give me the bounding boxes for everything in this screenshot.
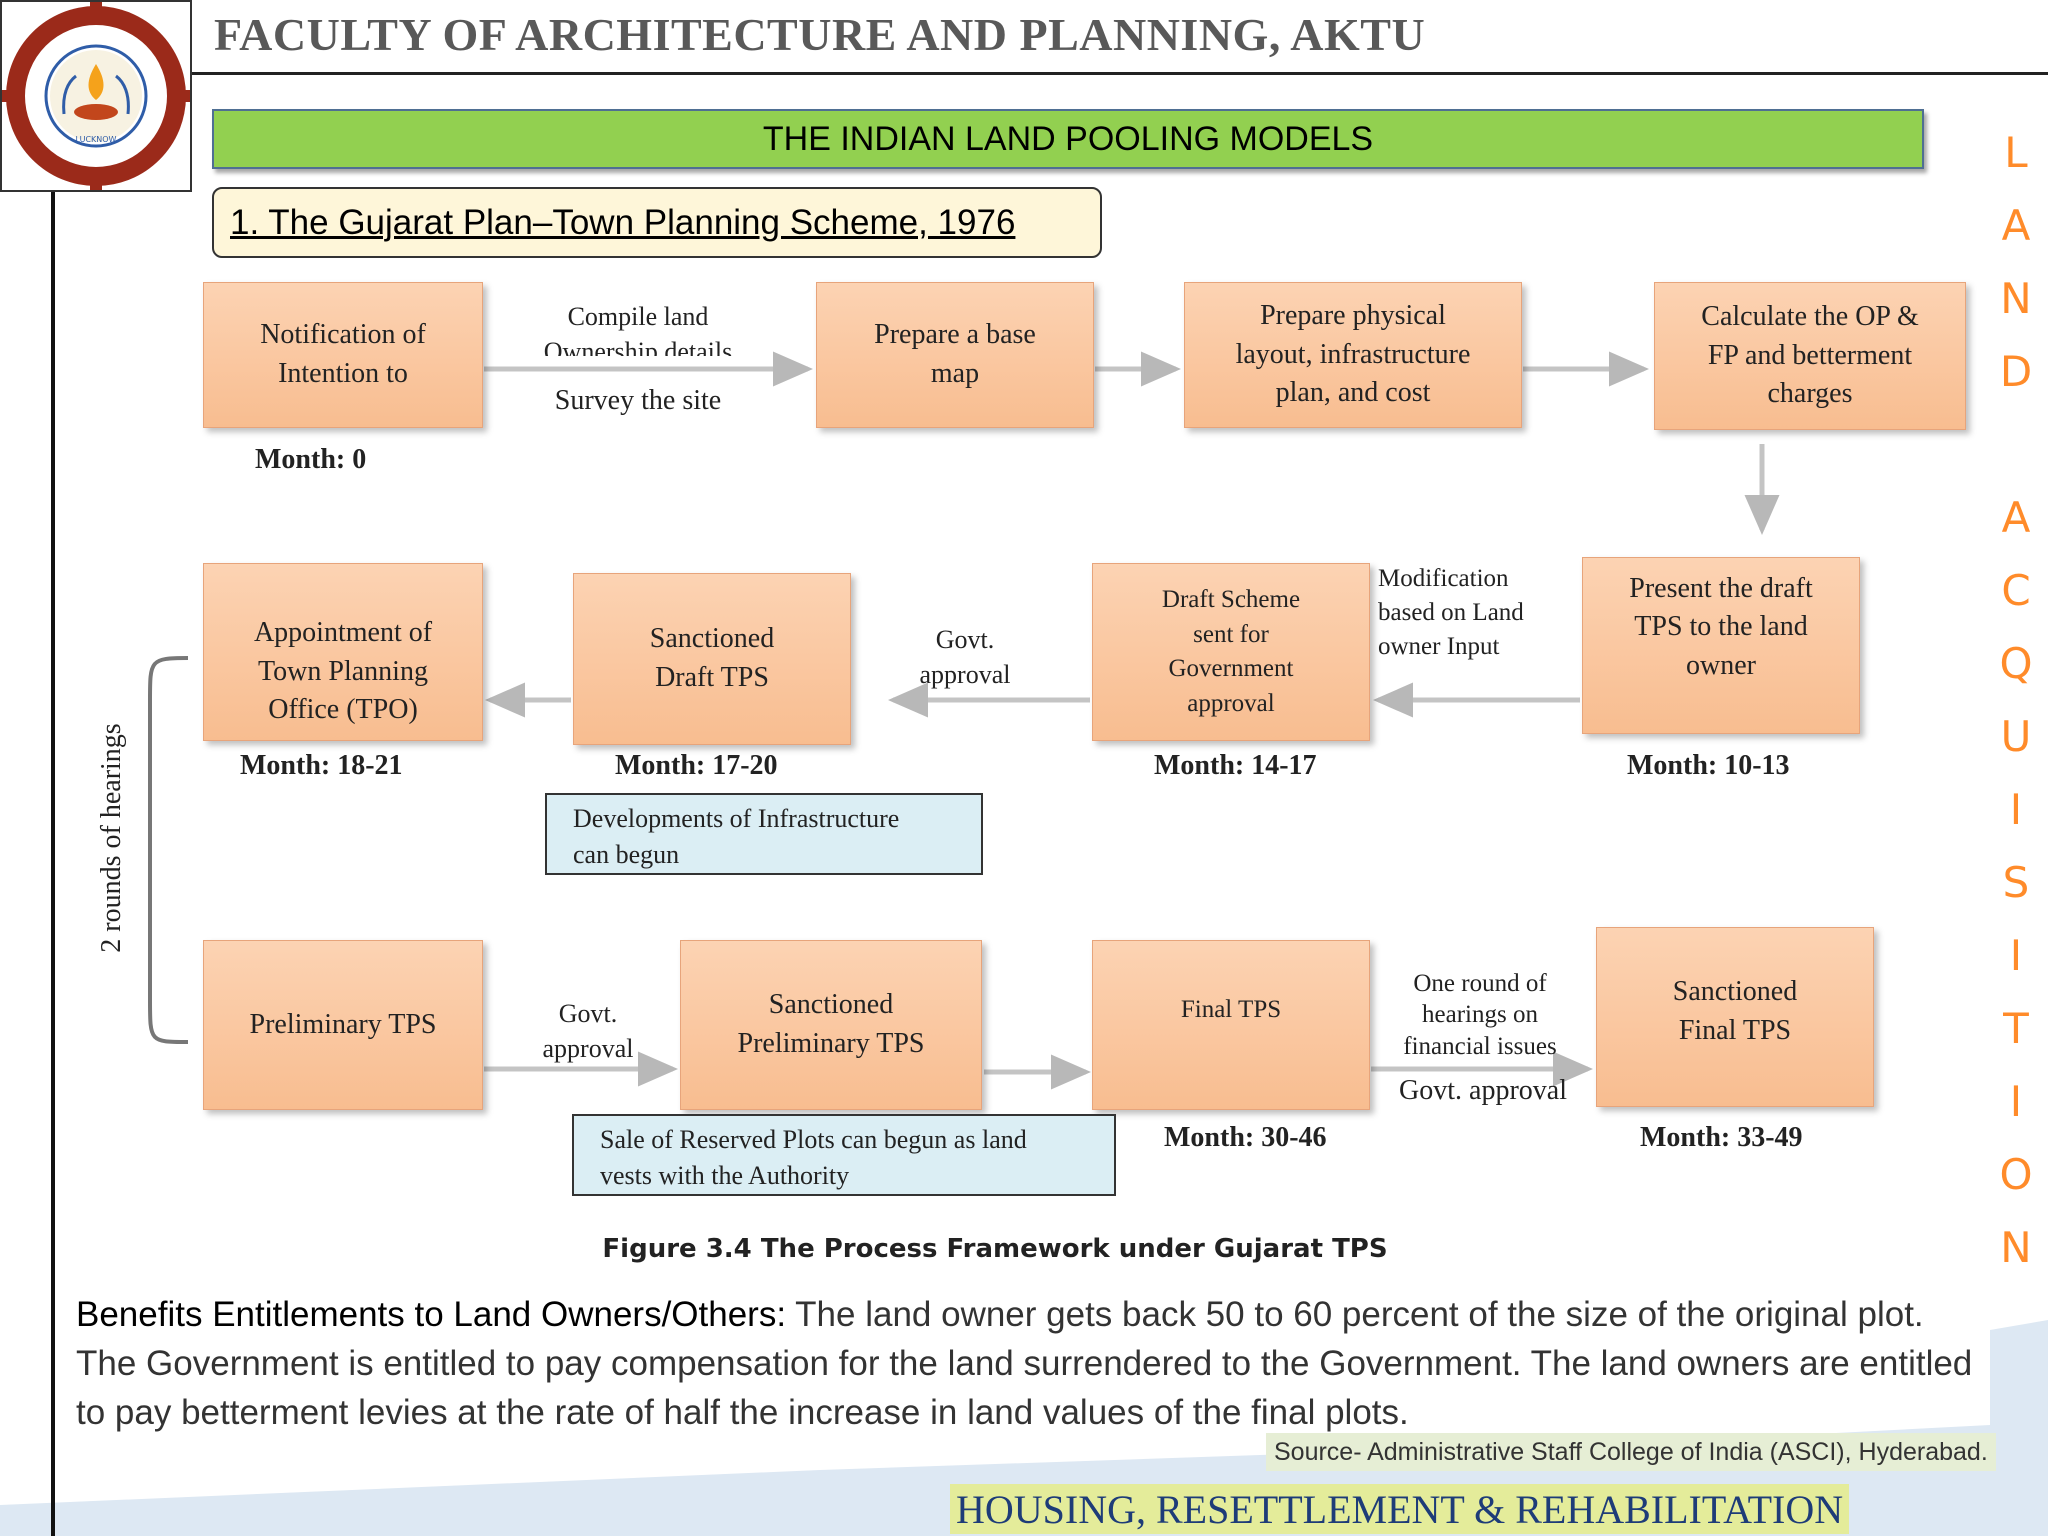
reserved-plots-note: Sale of Reserved Plots can begun as land… (572, 1114, 1116, 1196)
side-letter: N (2000, 274, 2032, 323)
side-letter: I (2009, 785, 2023, 834)
benefits-paragraph: Benefits Entitlements to Land Owners/Oth… (76, 1290, 1976, 1437)
university-logo: LUCKNOW (0, 0, 192, 192)
modification-label: Modification based on Land owner Input (1378, 565, 1524, 660)
preliminary-tps-box: Preliminary TPS (203, 940, 483, 1110)
month-label: Month: 33-49 (1640, 1122, 1803, 1153)
gujarat-plan-subtitle: 1. The Gujarat Plan–Town Planning Scheme… (212, 187, 1102, 258)
side-letter: S (2002, 858, 2030, 907)
one-round-hearings-label: One round of hearings on financial issue… (1403, 970, 1557, 1060)
side-letter: O (1999, 1150, 2033, 1199)
govt-approval-label: Govt. approval (1399, 1075, 1567, 1106)
side-letter: N (2000, 1223, 2032, 1272)
month-label: Month: 0 (255, 444, 367, 475)
faculty-title: FACULTY OF ARCHITECTURE AND PLANNING, AK… (214, 9, 1426, 60)
side-letter: I (2009, 1077, 2023, 1126)
header-divider (192, 72, 2048, 75)
footer-title: HOUSING, RESETTLEMENT & REHABILITATION (950, 1484, 1850, 1534)
models-banner: THE INDIAN LAND POOLING MODELS (212, 109, 1924, 169)
side-letter: D (1999, 347, 2033, 396)
month-label: Month: 30-46 (1164, 1122, 1327, 1153)
left-border-line (51, 192, 55, 1536)
month-label: Month: 10-13 (1627, 750, 1790, 781)
infrastructure-note: Developments of Infrastructure can begun (545, 793, 983, 875)
benefits-text: The land owner gets back 50 to 60 percen… (76, 1295, 1973, 1432)
side-letter: Q (1999, 639, 2033, 688)
compile-label: Compile land Ownership details (543, 302, 733, 357)
month-label: Month: 17-20 (615, 750, 778, 781)
hearings-label: 2 rounds of hearings (96, 723, 127, 953)
figure-caption: Figure 3.4 The Process Framework under G… (602, 1234, 1388, 1264)
month-label: Month: 18-21 (240, 750, 403, 781)
month-label: Month: 14-17 (1154, 750, 1317, 781)
govt-approval-label: Govt. approval (542, 999, 634, 1064)
benefits-heading: Benefits Entitlements to Land Owners/Oth… (76, 1295, 787, 1334)
side-letter: A (2001, 493, 2031, 542)
final-tps-box: Final TPS (1092, 940, 1370, 1110)
govt-approval-label: Govt. approval (919, 625, 1011, 690)
side-letter: T (2003, 1004, 2029, 1053)
side-letter: I (2009, 931, 2023, 980)
side-letter: C (2001, 566, 2031, 615)
svg-text:LUCKNOW: LUCKNOW (76, 135, 117, 144)
side-letter: L (2004, 128, 2028, 177)
survey-label: Survey the site (554, 385, 722, 416)
source-note: Source- Administrative Staff College of … (1266, 1433, 1996, 1471)
side-letter: U (2000, 712, 2032, 761)
side-letter: A (2001, 201, 2031, 250)
